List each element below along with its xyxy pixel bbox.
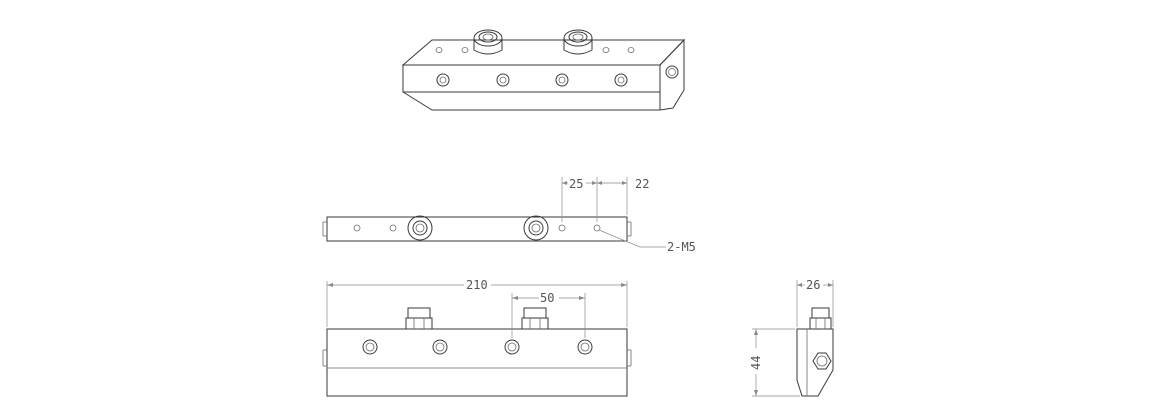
side-hex-socket xyxy=(812,352,832,370)
top-view: 25 22 2-M5 xyxy=(322,177,696,254)
top-fitting-right xyxy=(523,215,549,241)
front-fitting-left xyxy=(405,307,433,330)
top-view-body xyxy=(326,216,628,242)
isometric-view xyxy=(401,29,686,111)
iso-fitting-left xyxy=(473,29,503,55)
dim-26-label: 26 xyxy=(806,278,820,292)
front-holes xyxy=(362,339,593,355)
top-hole xyxy=(389,224,397,232)
top-hole xyxy=(353,224,361,232)
front-view-body xyxy=(326,328,628,397)
iso-front-face xyxy=(402,64,661,93)
dim-44-label: 44 xyxy=(749,356,763,370)
dim-hole-spacing: 25 22 xyxy=(561,177,649,222)
top-fitting-left xyxy=(407,215,433,241)
dim-210-label: 210 xyxy=(466,278,488,292)
dim-50-label: 50 xyxy=(540,291,554,305)
m5-hole xyxy=(593,224,601,232)
thread-note-label: 2-M5 xyxy=(667,240,696,254)
iso-end-face xyxy=(659,38,685,111)
iso-top-face xyxy=(401,39,686,66)
iso-fitting-right xyxy=(563,29,593,55)
thread-note-leader: 2-M5 xyxy=(598,229,696,254)
iso-end-socket xyxy=(665,65,679,79)
dim-side-height: 44 xyxy=(749,328,800,397)
side-view-body xyxy=(796,328,834,397)
dim-fitting-spacing: 50 xyxy=(511,291,586,338)
iso-lower-chamfer xyxy=(402,91,661,111)
iso-front-holes xyxy=(436,73,628,87)
front-view: 210 50 xyxy=(322,278,632,397)
dim-25-label: 25 xyxy=(569,177,583,191)
dim-side-width: 26 xyxy=(796,278,834,327)
front-fitting-right xyxy=(521,307,549,330)
top-hole xyxy=(558,224,566,232)
dim-overall-length: 210 xyxy=(326,278,628,327)
side-view: 26 44 xyxy=(749,278,834,397)
dim-22-label: 22 xyxy=(635,177,649,191)
iso-top-holes xyxy=(435,47,635,53)
side-fitting xyxy=(809,307,832,330)
